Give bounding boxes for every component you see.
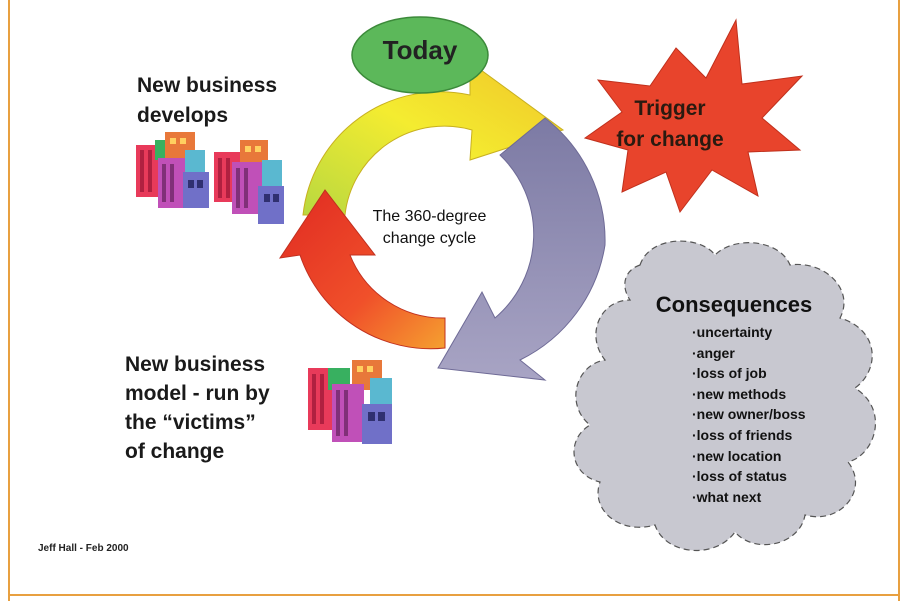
center-line-1: The 360-degree [372, 208, 487, 225]
trigger-starburst [583, 18, 804, 214]
frame-right-line [898, 0, 900, 601]
left-bottom-line-4: of change [125, 440, 225, 463]
consequence-item: ·new methods [692, 385, 787, 402]
frame-bottom-line [8, 594, 900, 596]
consequence-item: ·anger [692, 344, 735, 361]
today-ellipse [351, 16, 489, 94]
left-bottom-line-2: model - run by [125, 382, 270, 405]
circular-arrows-icon [278, 61, 606, 381]
cycle-center-label: The 360-degree change cycle [357, 206, 502, 250]
consequence-item: ·loss of status [692, 468, 787, 485]
consequences-list: ·uncertainty ·anger ·loss of job ·new me… [692, 322, 806, 507]
consequence-item: ·loss of job [692, 365, 767, 382]
center-line-2: change cycle [382, 230, 477, 247]
consequence-item: ·loss of friends [692, 426, 793, 443]
office-buildings-icon-top [136, 132, 284, 224]
new-business-develops-label: New business develops [137, 71, 277, 131]
author-credit: Jeff Hall - Feb 2000 [38, 543, 129, 554]
trigger-line-2: for change [616, 128, 724, 151]
office-buildings-icon-bottom [308, 360, 392, 444]
consequence-item: ·new owner/boss [692, 406, 806, 423]
today-label: Today [382, 35, 458, 65]
left-bottom-line-3: the “victims” [125, 411, 256, 434]
left-top-line-2: develops [137, 104, 229, 127]
new-business-model-label: New business model - run by the “victims… [125, 350, 270, 466]
consequences-cloud [573, 240, 876, 552]
consequences-title: Consequences [655, 292, 813, 317]
purple-arrow [437, 117, 606, 381]
consequence-item: ·what next [692, 488, 762, 505]
trigger-line-1: Trigger [634, 97, 706, 120]
frame-left-line [8, 0, 10, 601]
consequence-item: ·uncertainty [692, 324, 773, 340]
trigger-for-change-label: Trigger for change [600, 93, 740, 155]
left-top-line-1: New business [137, 74, 278, 97]
left-bottom-line-1: New business [125, 353, 266, 376]
red-arrow [278, 189, 446, 350]
consequence-item: ·new location [692, 447, 782, 464]
